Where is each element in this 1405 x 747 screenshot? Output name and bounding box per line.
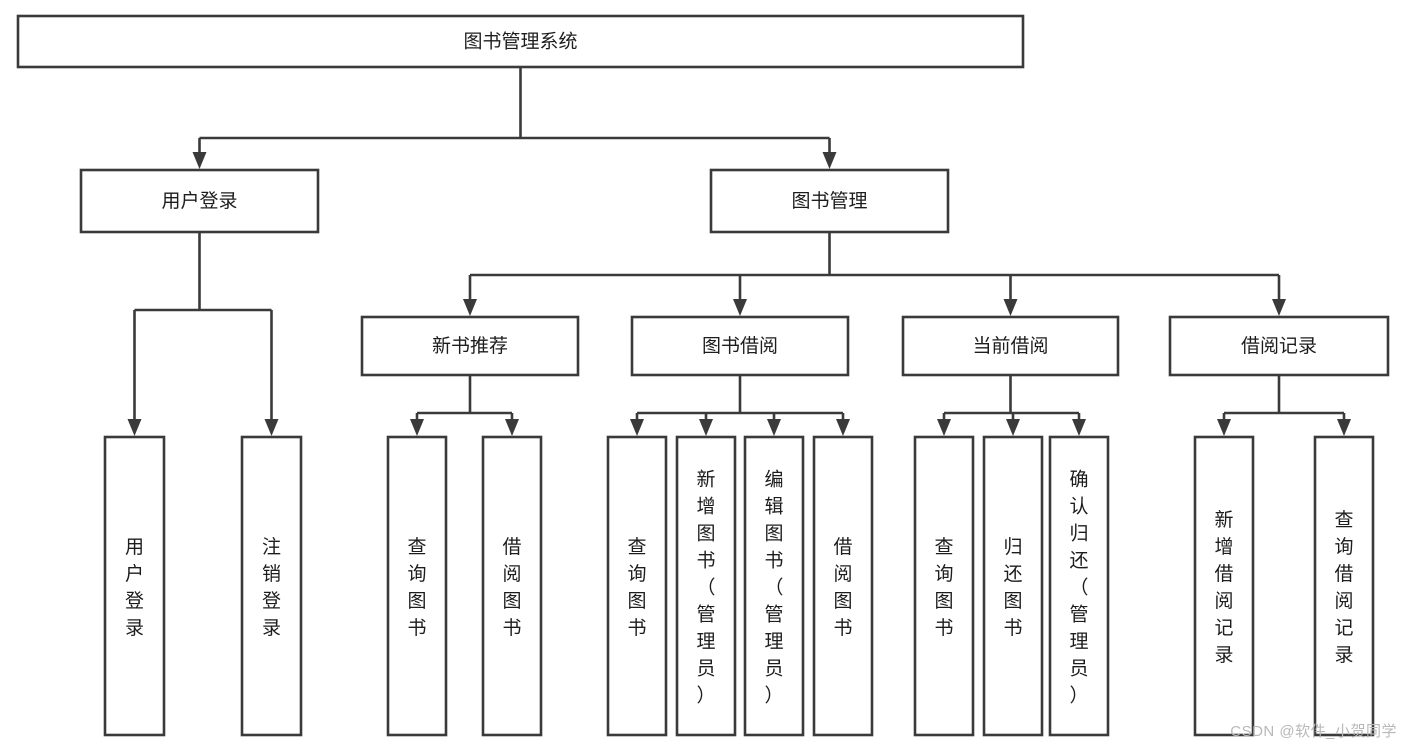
node-book-borrow[interactable]: 图书借阅: [630, 315, 850, 377]
node-label-current-borrow: 当前借阅: [972, 335, 1048, 357]
node-box-leaf-borrow-book-1[interactable]: [481, 435, 543, 737]
node-leaf-edit-book[interactable]: 编辑图书（管理员）: [743, 435, 805, 737]
node-label-leaf-add-book: 新增图书（管理员）: [696, 469, 715, 707]
node-label-user-login: 用户登录: [161, 190, 237, 212]
node-label-leaf-query-book-1: 查询图书: [407, 536, 426, 639]
node-leaf-add-record[interactable]: 新增借阅记录: [1193, 435, 1255, 737]
node-current-borrow[interactable]: 当前借阅: [901, 315, 1120, 377]
node-borrow-record[interactable]: 借阅记录: [1168, 315, 1390, 377]
node-leaf-confirm-return[interactable]: 确认归还（管理员）: [1048, 435, 1110, 737]
arrow-head-icon: [1217, 419, 1231, 436]
arrow-head-icon: [1072, 419, 1086, 436]
node-box-leaf-add-book[interactable]: [675, 435, 737, 737]
node-box-leaf-return-book[interactable]: [982, 435, 1044, 737]
node-box-leaf-edit-book[interactable]: [743, 435, 805, 737]
node-box-root[interactable]: [16, 14, 1025, 69]
node-book-management[interactable]: 图书管理: [709, 168, 950, 234]
node-box-leaf-user-logout[interactable]: [240, 435, 303, 737]
node-box-leaf-query-book-2[interactable]: [606, 435, 668, 737]
arrow-head-icon: [699, 419, 713, 436]
node-box-user-login[interactable]: [79, 168, 320, 234]
node-layer: 图书管理系统用户登录用户登录注销登录图书管理新书推荐查询图书借阅图书图书借阅查询…: [16, 14, 1390, 737]
node-new-book-recommend[interactable]: 新书推荐: [360, 315, 580, 377]
arrow-head-icon: [127, 419, 142, 436]
node-root[interactable]: 图书管理系统: [16, 14, 1025, 69]
node-label-leaf-edit-book: 编辑图书（管理员）: [764, 469, 783, 707]
connector-layer: [127, 67, 1351, 436]
node-leaf-query-book-1[interactable]: 查询图书: [386, 435, 448, 737]
node-label-new-book-recommend: 新书推荐: [432, 335, 508, 357]
arrow-head-icon: [937, 419, 951, 436]
node-box-leaf-query-record[interactable]: [1313, 435, 1375, 737]
arrow-head-icon: [192, 152, 207, 169]
node-box-book-management[interactable]: [709, 168, 950, 234]
node-leaf-user-logout[interactable]: 注销登录: [240, 435, 303, 737]
node-leaf-query-record[interactable]: 查询借阅记录: [1313, 435, 1375, 737]
node-box-leaf-user-login[interactable]: [103, 435, 166, 737]
node-label-leaf-query-book-2: 查询图书: [627, 536, 646, 639]
node-user-login[interactable]: 用户登录: [79, 168, 320, 234]
arrow-head-icon: [733, 299, 747, 316]
arrow-head-icon: [836, 419, 850, 436]
node-label-book-borrow: 图书借阅: [702, 335, 778, 357]
node-label-leaf-query-record: 查询借阅记录: [1334, 509, 1353, 666]
node-box-book-borrow[interactable]: [630, 315, 850, 377]
node-label-leaf-confirm-return: 确认归还（管理员）: [1069, 469, 1088, 707]
node-label-root: 图书管理系统: [463, 31, 577, 53]
arrow-head-icon: [264, 419, 279, 436]
arrow-head-icon: [505, 419, 519, 436]
node-label-leaf-query-book-3: 查询图书: [934, 536, 953, 639]
arrow-head-icon: [1006, 419, 1020, 436]
node-leaf-borrow-book-2[interactable]: 借阅图书: [812, 435, 874, 737]
node-label-leaf-borrow-book-1: 借阅图书: [502, 536, 521, 639]
node-box-leaf-query-book-1[interactable]: [386, 435, 448, 737]
node-box-leaf-borrow-book-2[interactable]: [812, 435, 874, 737]
node-box-current-borrow[interactable]: [901, 315, 1120, 377]
arrow-head-icon: [463, 299, 477, 316]
node-leaf-borrow-book-1[interactable]: 借阅图书: [481, 435, 543, 737]
arrow-head-icon: [822, 152, 837, 169]
arrow-head-icon: [1337, 419, 1351, 436]
node-label-leaf-borrow-book-2: 借阅图书: [833, 536, 852, 639]
node-label-leaf-user-logout: 注销登录: [262, 536, 281, 639]
node-label-leaf-add-record: 新增借阅记录: [1214, 509, 1233, 666]
node-box-new-book-recommend[interactable]: [360, 315, 580, 377]
node-leaf-user-login[interactable]: 用户登录: [103, 435, 166, 737]
node-label-leaf-user-login: 用户登录: [125, 537, 144, 639]
node-box-leaf-confirm-return[interactable]: [1048, 435, 1110, 737]
node-label-borrow-record: 借阅记录: [1241, 335, 1317, 357]
node-label-leaf-return-book: 归还图书: [1003, 536, 1022, 639]
arrow-head-icon: [410, 419, 424, 436]
node-label-book-management: 图书管理: [791, 190, 867, 212]
node-leaf-query-book-2[interactable]: 查询图书: [606, 435, 668, 737]
node-leaf-add-book[interactable]: 新增图书（管理员）: [675, 435, 737, 737]
arrow-head-icon: [1003, 299, 1018, 316]
node-box-leaf-add-record[interactable]: [1193, 435, 1255, 737]
arrow-head-icon: [1272, 299, 1286, 316]
node-box-borrow-record[interactable]: [1168, 315, 1390, 377]
arrow-head-icon: [630, 419, 644, 436]
node-box-leaf-query-book-3[interactable]: [913, 435, 975, 737]
node-leaf-query-book-3[interactable]: 查询图书: [913, 435, 975, 737]
watermark-label: CSDN @软件_小贺同学: [1230, 723, 1397, 740]
node-leaf-return-book[interactable]: 归还图书: [982, 435, 1044, 737]
arrow-head-icon: [767, 419, 781, 436]
